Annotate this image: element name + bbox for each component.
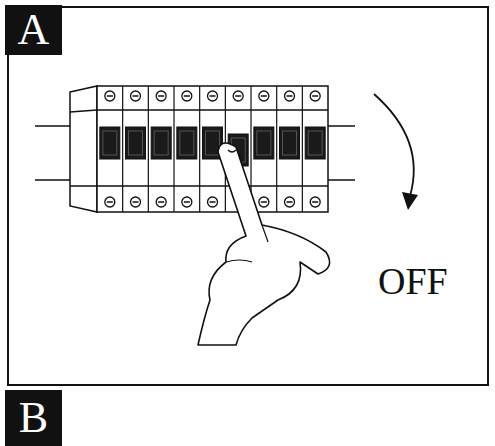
screw-slot: [107, 201, 113, 203]
screw-slot: [158, 201, 164, 203]
panel-letter: B: [5, 390, 62, 446]
terminal-screw: [285, 197, 295, 207]
screw-slot: [287, 95, 293, 97]
toggle-lever: [151, 127, 171, 159]
screw-slot: [184, 95, 190, 97]
terminal-screw: [310, 91, 320, 101]
module-divider: [173, 86, 174, 212]
terminal-screw: [182, 197, 192, 207]
hand: [198, 143, 330, 345]
panel-frame: [8, 7, 488, 385]
terminal-screw: [131, 197, 141, 207]
breaker-modules: [100, 86, 325, 212]
toggle-lever: [126, 127, 146, 159]
toggle-ridge: [257, 131, 271, 155]
screw-slot: [312, 95, 318, 97]
screw-slot: [158, 95, 164, 97]
screw-slot: [312, 201, 318, 203]
toggle-lever: [305, 127, 325, 159]
terminal-screw: [285, 91, 295, 101]
terminal-screw: [105, 91, 115, 101]
toggle-ridge: [308, 131, 322, 155]
screw-slot: [210, 95, 216, 97]
module-divider: [302, 86, 303, 212]
module-divider: [276, 86, 277, 212]
terminal-screw: [208, 197, 218, 207]
terminal-screw: [156, 91, 166, 101]
screw-slot: [133, 201, 139, 203]
toggle-ridge: [180, 131, 194, 155]
module-divider: [122, 86, 123, 212]
terminal-screw: [233, 91, 243, 101]
screw-slot: [261, 95, 267, 97]
screw-slot: [210, 201, 216, 203]
panel-letter: A: [5, 5, 62, 55]
terminal-screw: [310, 197, 320, 207]
toggle-ridge: [129, 131, 143, 155]
terminal-screw: [259, 91, 269, 101]
screw-slot: [107, 95, 113, 97]
off-arrow: [374, 94, 418, 210]
toggle-lever: [254, 127, 274, 159]
terminal-screw: [182, 91, 192, 101]
module-divider: [148, 86, 149, 212]
terminal-screw: [131, 91, 141, 101]
off-label: OFF: [378, 262, 448, 300]
breaker-block: [70, 86, 328, 212]
screw-slot: [133, 95, 139, 97]
toggle-ridge: [283, 131, 297, 155]
toggle-lever: [100, 127, 120, 159]
terminal-screw: [208, 91, 218, 101]
screw-slot: [287, 201, 293, 203]
module-divider: [199, 86, 200, 212]
terminal-screw: [156, 197, 166, 207]
toggle-ridge: [154, 131, 168, 155]
toggle-lever: [177, 127, 197, 159]
toggle-ridge: [103, 131, 117, 155]
screw-slot: [261, 201, 267, 203]
terminal-screw: [259, 197, 269, 207]
terminal-screw: [105, 197, 115, 207]
screw-slot: [184, 201, 190, 203]
screw-slot: [235, 95, 241, 97]
toggle-lever: [280, 127, 300, 159]
